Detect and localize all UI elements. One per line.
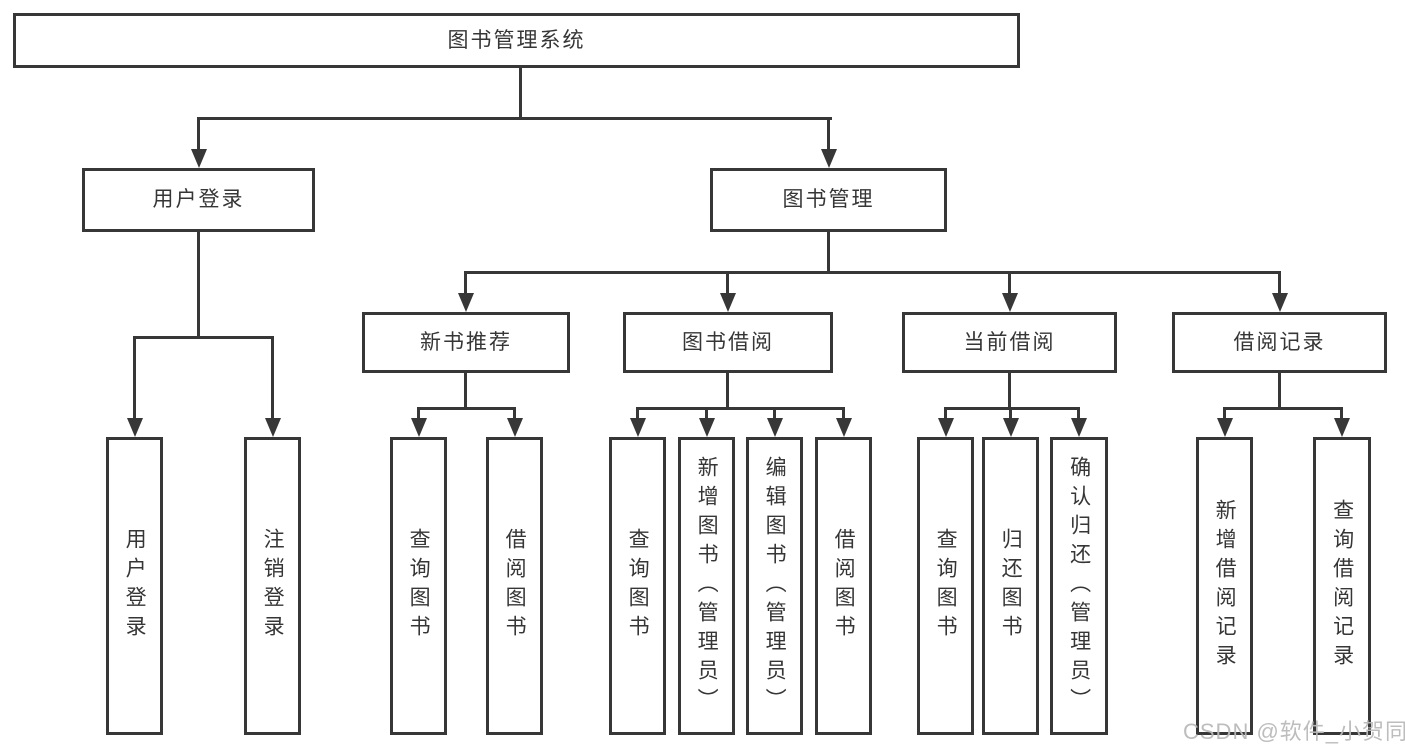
connector-new-book-rail [417,407,516,410]
connector-drop-leaf [842,407,845,420]
watermark: CSDN @软件_小贺同学 [1183,719,1405,744]
arrow-down-icon [191,149,207,168]
arrow-down-icon [1003,418,1019,437]
connector-level2-rail [197,117,832,120]
node-current-borrow: 当前借阅 [902,312,1117,373]
leaf-confirm-return-admin: 确认归还（管理员） [1050,437,1108,735]
leaf-edit-books-admin: 编辑图书（管理员） [746,437,803,735]
connector-level3-rail [464,271,1281,274]
connector-drop-book-management [827,117,830,151]
arrow-down-icon [938,418,954,437]
connector-drop-level3 [464,271,467,295]
arrow-down-icon [507,418,523,437]
connector-drop-leaf [773,407,776,420]
connector-borrow-records-stem [1278,373,1281,409]
connector-drop-leaf [1077,407,1080,420]
connector-current-borrow-rail [944,407,1080,410]
connector-drop-leaf [705,407,708,420]
connector-book-borrow-rail [636,407,845,410]
connector-drop-leaf [271,336,274,420]
leaf-user-login: 用户登录 [106,437,163,735]
connector-drop-level3 [726,271,729,295]
connector-drop-level3 [1008,271,1011,295]
arrow-down-icon [836,418,852,437]
node-root: 图书管理系统 [13,13,1020,68]
leaf-logout: 注销登录 [244,437,301,735]
connector-drop-leaf [1340,407,1343,420]
arrow-down-icon [127,418,143,437]
arrow-down-icon [1002,293,1018,312]
arrow-down-icon [1334,418,1350,437]
connector-drop-leaf [636,407,639,420]
node-new-book-recommend: 新书推荐 [362,312,570,373]
connector-new-book-stem [464,373,467,409]
leaf-query-books-3: 查询图书 [917,437,974,735]
leaf-add-borrow-record: 新增借阅记录 [1196,437,1253,735]
node-book-management: 图书管理 [710,168,947,232]
connector-drop-level3 [1278,271,1281,295]
connector-user-login-stem [197,232,200,339]
connector-drop-leaf [513,407,516,420]
arrow-down-icon [1071,418,1087,437]
connector-drop-leaf [133,336,136,420]
connector-drop-leaf [1223,407,1226,420]
arrow-down-icon [767,418,783,437]
arrow-down-icon [699,418,715,437]
arrow-down-icon [265,418,281,437]
connector-book-borrow-stem [726,373,729,409]
connector-root-stem [519,68,522,119]
arrow-down-icon [411,418,427,437]
leaf-borrow-books-1: 借阅图书 [486,437,543,735]
connector-book-management-stem [827,232,830,273]
connector-borrow-records-rail [1223,407,1343,410]
leaf-query-books-1: 查询图书 [390,437,447,735]
arrow-down-icon [720,293,736,312]
connector-user-login-rail [133,336,274,339]
arrow-down-icon [1217,418,1233,437]
leaf-query-borrow-record: 查询借阅记录 [1313,437,1371,735]
connector-current-borrow-stem [1008,373,1011,409]
node-book-borrow: 图书借阅 [623,312,833,373]
arrow-down-icon [821,149,837,168]
leaf-add-books-admin: 新增图书（管理员） [678,437,735,735]
leaf-query-books-2: 查询图书 [609,437,666,735]
arrow-down-icon [1272,293,1288,312]
arrow-down-icon [458,293,474,312]
leaf-return-books: 归还图书 [982,437,1039,735]
node-user-login: 用户登录 [82,168,315,232]
connector-drop-leaf [417,407,420,420]
arrow-down-icon [630,418,646,437]
connector-drop-user-login [197,117,200,151]
connector-drop-leaf [1009,407,1012,420]
node-borrow-records: 借阅记录 [1172,312,1387,373]
connector-drop-leaf [944,407,947,420]
leaf-borrow-books-2: 借阅图书 [815,437,872,735]
